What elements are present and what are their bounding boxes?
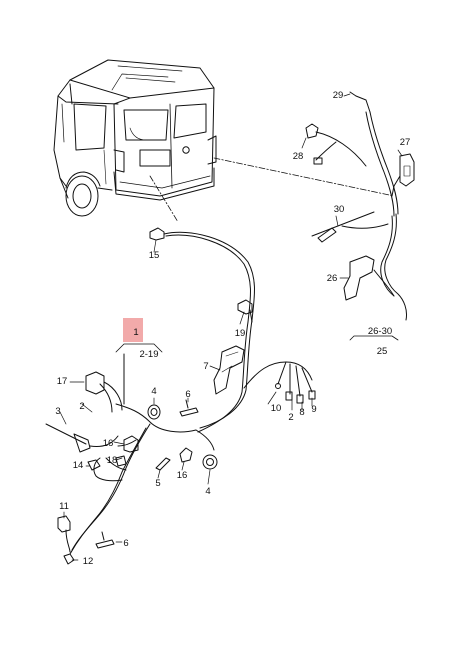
callout-16b: 16 bbox=[177, 470, 188, 481]
callout-19: 19 bbox=[235, 328, 246, 339]
bracket-25 bbox=[349, 335, 399, 341]
callout-3: 3 bbox=[55, 406, 60, 417]
callout-25: 25 bbox=[377, 346, 388, 357]
bracket-1 bbox=[115, 343, 163, 353]
callout-8: 8 bbox=[299, 407, 304, 418]
item-1-highlight bbox=[123, 318, 143, 342]
callout-14: 14 bbox=[73, 460, 84, 471]
callout-12: 12 bbox=[83, 556, 94, 567]
callout-labels: 1 2-19 15 19 7 17 2 3 4 6 10 2 8 9 16 18… bbox=[55, 90, 410, 567]
callout-1: 1 bbox=[133, 327, 138, 338]
callout-27: 27 bbox=[400, 137, 411, 148]
callout-6b: 6 bbox=[123, 538, 128, 549]
callout-2-19: 2-19 bbox=[139, 349, 158, 360]
callout-4b: 4 bbox=[205, 486, 210, 497]
callout-26: 26 bbox=[327, 273, 338, 284]
callout-26-30: 26-30 bbox=[368, 326, 392, 337]
callout-2b: 2 bbox=[288, 412, 293, 423]
callout-28: 28 bbox=[293, 151, 304, 162]
callout-29: 29 bbox=[333, 90, 344, 101]
callout-5: 5 bbox=[155, 478, 160, 489]
callout-4a: 4 bbox=[151, 386, 156, 397]
callout-11: 11 bbox=[59, 501, 69, 512]
callout-10: 10 bbox=[271, 403, 282, 414]
callout-18: 18 bbox=[107, 455, 118, 466]
callout-17: 17 bbox=[57, 376, 68, 387]
van-illustration bbox=[53, 59, 217, 217]
leader-ticks bbox=[59, 93, 403, 561]
tailgate-harness bbox=[305, 91, 415, 321]
callout-9: 9 bbox=[311, 404, 316, 415]
callout-6a: 6 bbox=[185, 389, 190, 400]
callout-15: 15 bbox=[149, 250, 160, 261]
callout-16a: 16 bbox=[103, 438, 114, 449]
callout-7: 7 bbox=[203, 361, 208, 372]
leader-lines bbox=[149, 157, 395, 223]
main-wiring-harness bbox=[45, 227, 316, 565]
callout-2a: 2 bbox=[79, 401, 84, 412]
callout-30: 30 bbox=[334, 204, 345, 215]
